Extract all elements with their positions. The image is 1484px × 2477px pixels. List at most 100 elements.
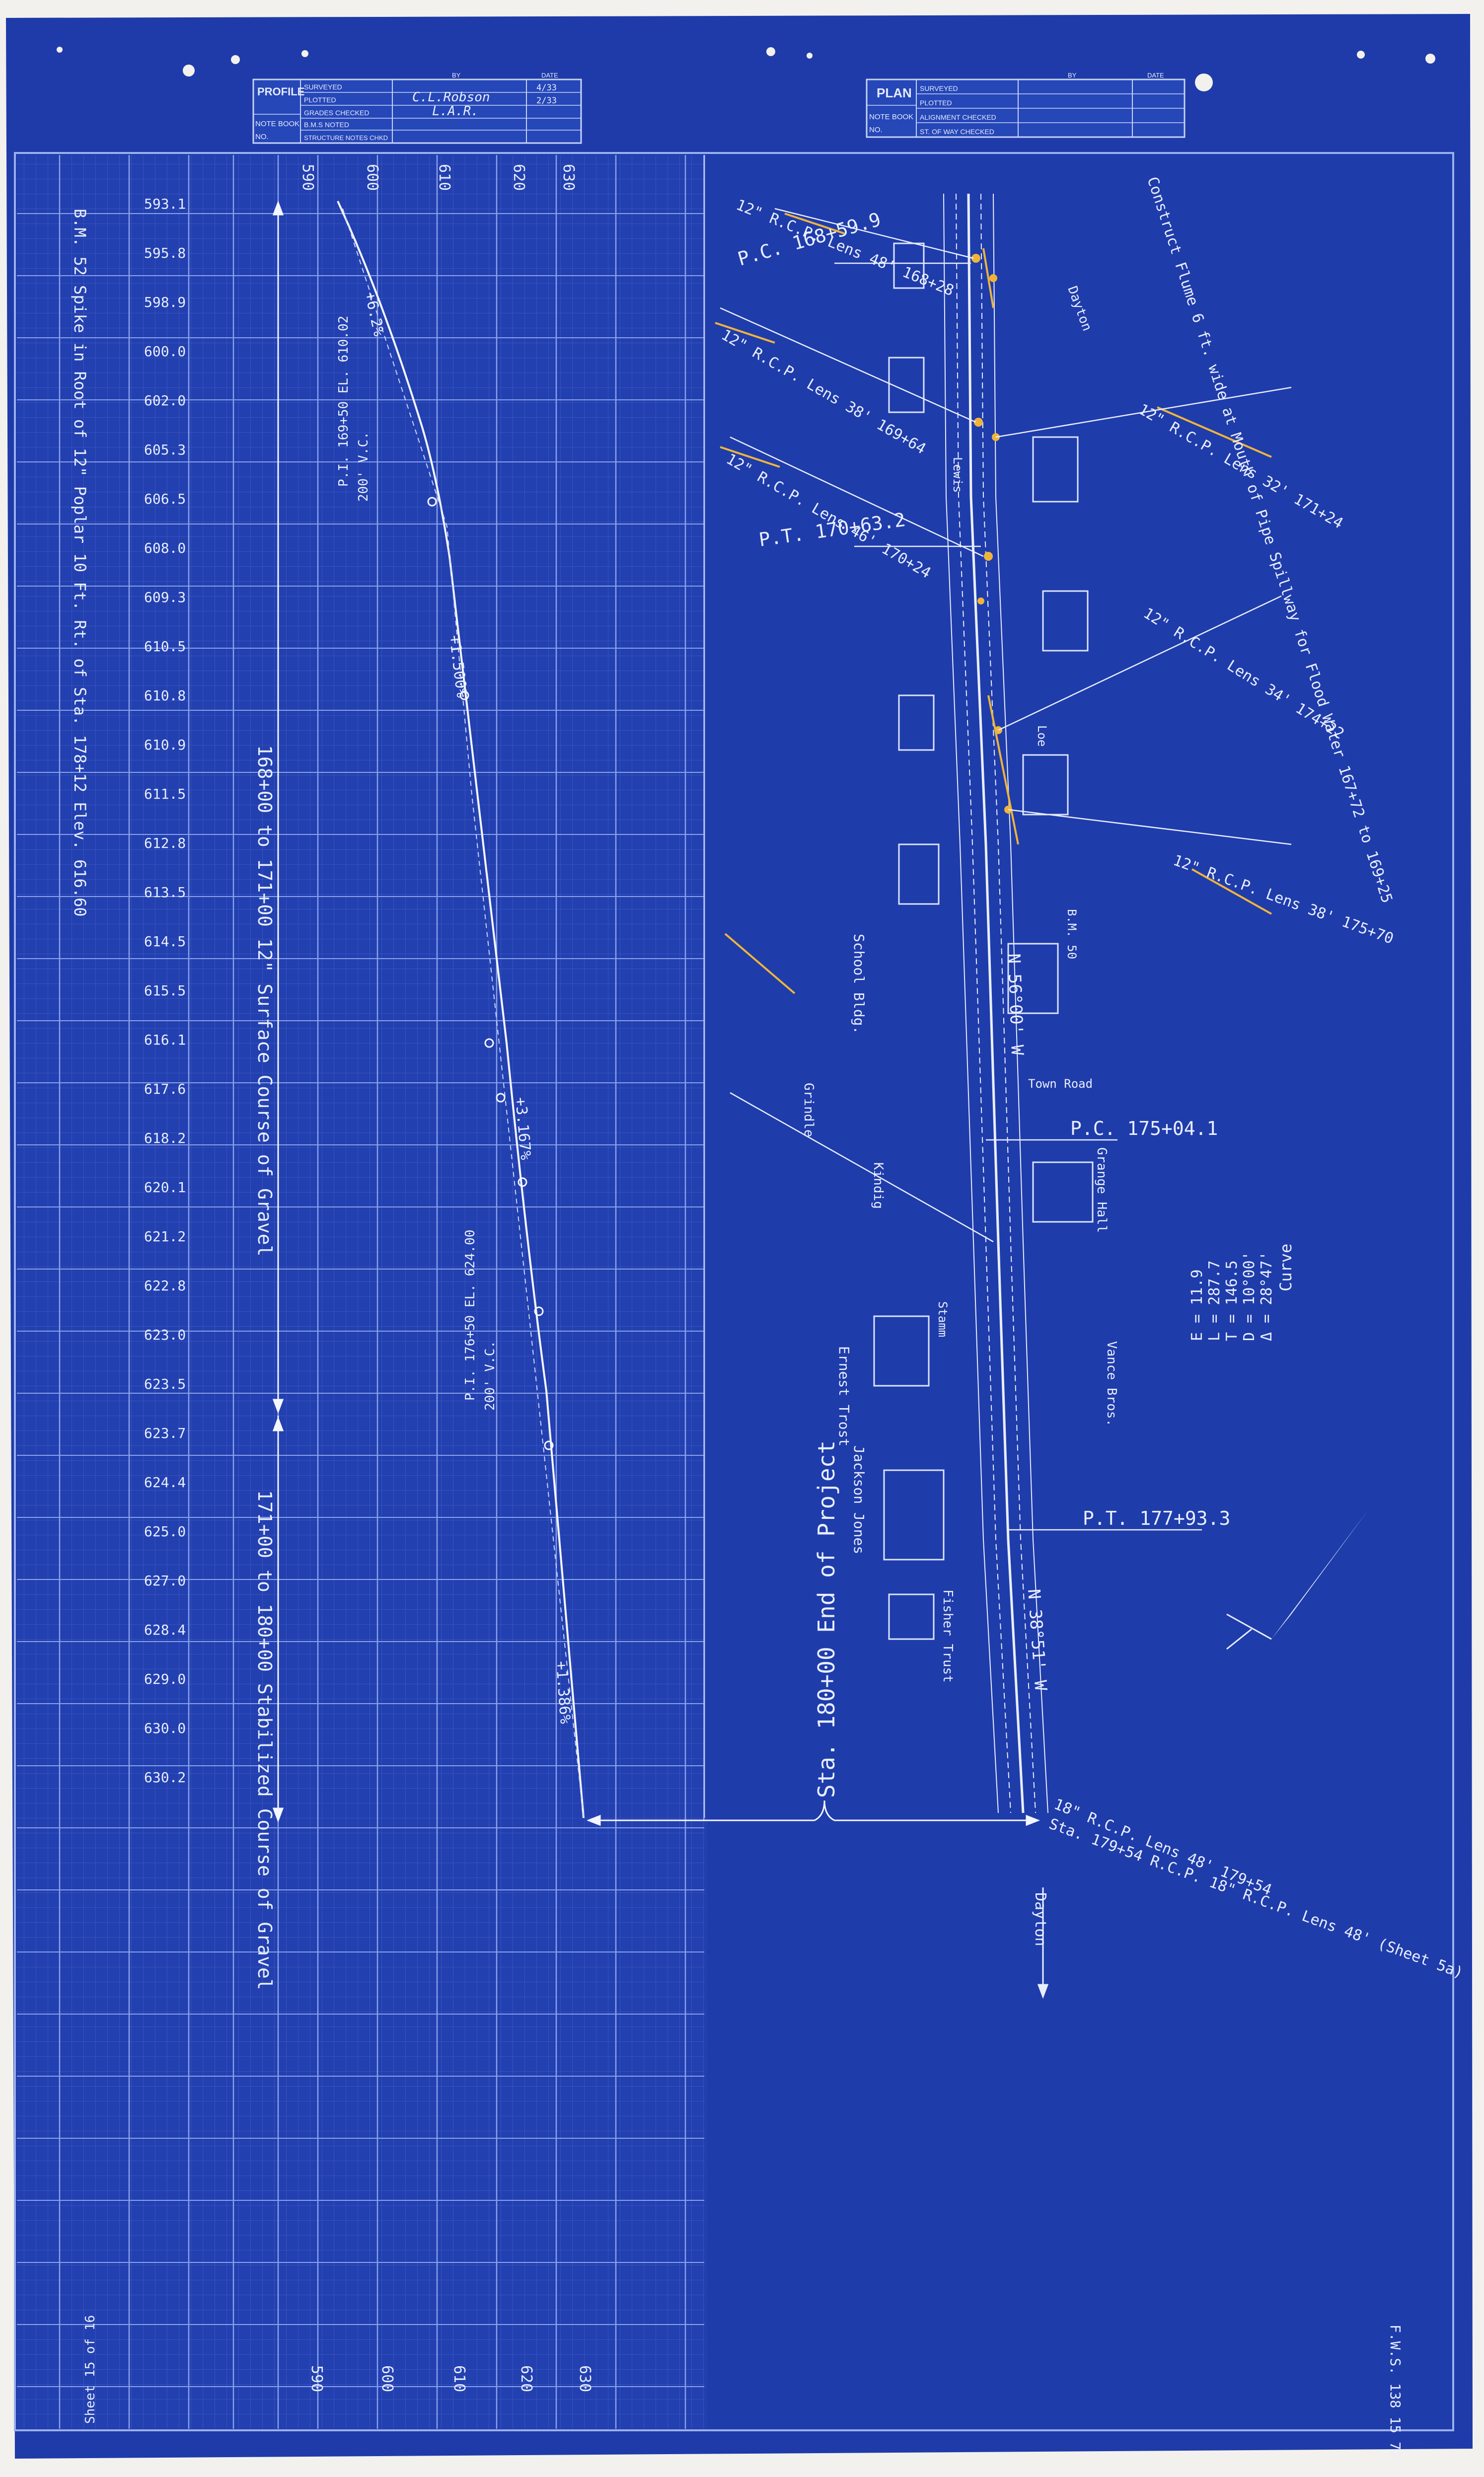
plan-title-block: PLAN NOTE BOOK NO. SURVEYED PLOTTED ALIG…: [866, 72, 1186, 138]
elevation-value: 613.5: [144, 884, 186, 901]
plan-by-label: BY: [1068, 72, 1077, 79]
elevation-value: 614.5: [144, 933, 186, 950]
label-kindig: Kindig: [871, 1162, 886, 1209]
profile-no: NO.: [255, 133, 269, 141]
curve-point-pt2: P.T. 177+93.3: [1083, 1507, 1230, 1529]
elevation-value: 595.8: [144, 245, 186, 261]
elevation-value: 621.2: [144, 1228, 186, 1245]
elevation-value: 602.0: [144, 392, 186, 409]
course-top-note: 168+00 to 171+00 12" Surface Course of G…: [254, 745, 276, 1257]
plan-row-alignment: ALIGNMENT CHECKED: [920, 113, 996, 121]
elevation-scale-bottom: 590 600 610 620 630: [308, 2365, 594, 2392]
bm-note: B.M. 52 Spike in Root of 12" Poplar 10 F…: [71, 209, 89, 917]
sheet-number-note: Sheet 15 of 16: [83, 2315, 98, 2424]
profile-row-bms: B.M.S NOTED: [304, 121, 349, 129]
curve-data-4: L = 287.7: [1206, 1260, 1223, 1341]
plan-heading: PLAN: [877, 85, 912, 100]
vc-note-4: 200' V.C.: [483, 1341, 498, 1411]
elevation-value: 628.4: [144, 1622, 186, 1638]
course-bottom-note: 171+00 to 180+00 Stabilized Course of Gr…: [254, 1490, 276, 1990]
elevation-value: 610.9: [144, 737, 186, 753]
profile-note-book: NOTE BOOK: [255, 120, 299, 128]
profile-row-surveyed: SURVEYED: [304, 83, 342, 91]
vc-note-2: 200' V.C.: [356, 432, 371, 502]
direction-label: Dayton: [1032, 1892, 1049, 1946]
course-dimension-lines: [272, 200, 284, 1823]
scale-top-630: 630: [560, 164, 577, 191]
elevation-value: 593.1: [144, 196, 186, 212]
elevation-value: 612.8: [144, 835, 186, 851]
elevation-value: 618.2: [144, 1130, 186, 1146]
label-grange-hall: Grange Hall: [1094, 1147, 1109, 1233]
label-grindle: Grindle: [801, 1083, 816, 1137]
profile-surveyed-by: C.L.Robson: [412, 90, 490, 105]
elevation-value: 623.5: [144, 1376, 186, 1392]
elevation-value: 623.0: [144, 1327, 186, 1343]
elevation-value: 625.0: [144, 1523, 186, 1540]
file-note: F.W.S. 138 15 72: [1387, 2325, 1404, 2459]
plan-row-plotted: PLOTTED: [920, 99, 952, 107]
punch-holes: [57, 47, 1435, 91]
label-fisher-trust: Fisher Trust: [940, 1589, 955, 1683]
scale-top-610: 610: [436, 164, 453, 191]
label-ernest-trost: Ernest Trost: [836, 1346, 852, 1446]
elevation-value: 629.0: [144, 1671, 186, 1687]
scale-top-600: 600: [364, 164, 381, 191]
culvert-leaders: [720, 208, 1292, 1243]
elevation-value: 610.5: [144, 638, 186, 655]
property-labels: Dayton School Bldg. Town Road Grange Hal…: [801, 284, 1119, 1683]
label-school: School Bldg.: [851, 934, 867, 1034]
end-of-project: Sta. 180+00 End of Project: [813, 1440, 840, 1798]
elevation-value: 620.1: [144, 1179, 186, 1196]
profile-row-grades: GRADES CHECKED: [304, 109, 369, 117]
label-stamm: Stamm: [936, 1301, 950, 1337]
culvert-highlights: [971, 254, 1012, 814]
scale-top-590: 590: [299, 164, 316, 191]
direction-arrow: [1037, 1887, 1049, 1999]
label-vance-bros: Vance Bros.: [1104, 1341, 1119, 1426]
plan-note-book: NOTE BOOK: [869, 113, 913, 121]
curve-data-2: D = 10°00': [1241, 1251, 1258, 1341]
plan-date-label: DATE: [1147, 72, 1164, 79]
label-jackson-jones: Jackson Jones: [851, 1445, 867, 1554]
plan-row-surveyed: SURVEYED: [920, 84, 958, 92]
elevation-value: 627.0: [144, 1573, 186, 1589]
elevation-value: 605.3: [144, 442, 186, 458]
profile-surveyed-date: 4/33: [536, 83, 557, 93]
elevation-column: 593.1595.8598.9600.0602.0605.3606.5608.0…: [144, 196, 186, 1786]
elevation-value: 623.7: [144, 1425, 186, 1441]
profile-title-block: PROFILE NOTE BOOK NO. SURVEYED PLOTTED G…: [252, 72, 582, 144]
scale-bottom-630: 630: [576, 2365, 594, 2392]
plan-area: [705, 155, 1452, 2429]
elevation-value: 624.4: [144, 1474, 186, 1491]
elevation-value: 609.3: [144, 589, 186, 605]
curve-data: Curve Δ = 28°47' D = 10°00' T = 146.5 L …: [1188, 1244, 1295, 1341]
label-town-road: Town Road: [1028, 1077, 1093, 1091]
elevation-value: 616.1: [144, 1032, 186, 1048]
scale-bottom-590: 590: [308, 2365, 325, 2392]
label-lewis: Lewis: [951, 457, 965, 493]
elevation-value: 598.9: [144, 294, 186, 310]
scale-bottom-610: 610: [450, 2365, 468, 2392]
profile-plotted-by: L.A.R.: [432, 104, 479, 119]
curve-data-3: T = 146.5: [1223, 1260, 1241, 1341]
curve-data-5: E = 11.9: [1188, 1270, 1206, 1342]
elevation-value: 611.5: [144, 786, 186, 802]
end-of-project-leader: [586, 1800, 1040, 1826]
road-alignment: [943, 193, 1048, 1813]
vc-note-1: P.I. 169+50 EL. 610.02: [336, 316, 351, 487]
profile-date-label: DATE: [541, 72, 558, 79]
north-arrow: [1226, 1510, 1368, 1650]
highlight-strokes: [715, 213, 1272, 994]
elevation-value: 606.5: [144, 491, 186, 507]
profile-plotted-date: 2/33: [536, 96, 557, 106]
curve-point-pc2: P.C. 175+04.1: [1070, 1118, 1218, 1139]
scale-bottom-620: 620: [518, 2365, 535, 2392]
profile-row-plotted: PLOTTED: [304, 96, 336, 104]
label-loe: Loe: [1035, 725, 1049, 747]
sheet-border: [14, 152, 1454, 2431]
plan-row-right-of-way: ST. OF WAY CHECKED: [920, 128, 994, 136]
label-bm-50: B.M. 50: [1065, 909, 1079, 959]
elevation-value: 610.8: [144, 687, 186, 704]
